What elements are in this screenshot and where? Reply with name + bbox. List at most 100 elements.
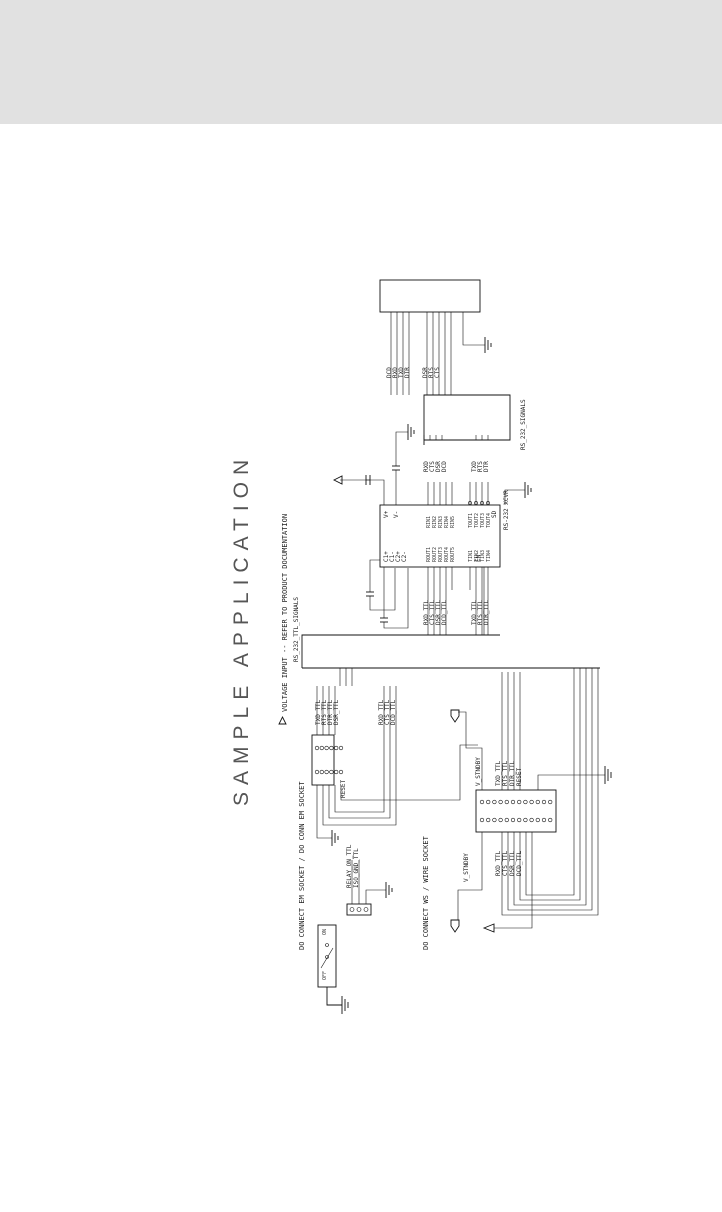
svg-text:V_STNDBY: V_STNDBY: [463, 853, 470, 882]
svg-text:C2-: C2-: [401, 551, 408, 562]
header-pin: [523, 817, 528, 823]
svg-text:TXD: TXD: [398, 367, 405, 378]
svg-text:C1+: C1+: [383, 551, 390, 562]
header-pin: [541, 817, 547, 823]
svg-text:C1-: C1-: [389, 551, 396, 562]
svg-text:TXD_TTL: TXD_TTL: [315, 699, 322, 725]
svg-text:CTS_TTL: CTS_TTL: [502, 850, 509, 876]
ttl-bus: [301, 634, 600, 686]
pin-label: ROUT5: [450, 547, 456, 562]
pin-label: ROUT3: [438, 547, 444, 562]
header-pin: [338, 769, 344, 775]
svg-text:CTS_TTL: CTS_TTL: [429, 599, 436, 625]
svg-text:TXD_TTL: TXD_TTL: [471, 599, 478, 625]
header-pin: [334, 769, 339, 775]
svg-text:DTR_TTL: DTR_TTL: [327, 699, 334, 725]
svg-text:DCD: DCD: [441, 461, 448, 472]
svg-text:V_STNDBY: V_STNDBY: [475, 757, 482, 786]
header-pin: [324, 745, 329, 751]
header-pin: [529, 799, 534, 805]
svg-text:DTR_TTL: DTR_TTL: [483, 599, 490, 625]
pin-label: RIN1: [426, 516, 432, 528]
voltage-input-arrow: [278, 715, 287, 725]
db9-connector: DCD RXD TXD DTR DSR RTS CTS: [379, 279, 492, 395]
header-pin: [510, 817, 516, 823]
header-pin: [535, 817, 540, 823]
header-pin: [517, 817, 522, 823]
header-pin: [548, 799, 553, 805]
pin-label: ROUT4: [444, 547, 450, 562]
svg-text:RESET: RESET: [516, 768, 523, 786]
header-pin: [329, 745, 334, 751]
connect-em-note: DO CONNECT EM SOCKET / DO CONN EM SOCKET: [298, 781, 306, 950]
rs232-bus: [423, 394, 511, 445]
svg-text:DCD: DCD: [386, 367, 393, 378]
svg-text:V+: V+: [383, 510, 390, 518]
header-pin: [498, 799, 503, 805]
svg-text:RXD_TTL: RXD_TTL: [495, 850, 502, 876]
svg-text:CTS: CTS: [429, 461, 436, 472]
header-pin: [329, 769, 334, 775]
svg-text:DCD_TTL: DCD_TTL: [516, 850, 523, 876]
header-pin: [314, 745, 320, 751]
header-pin: [319, 745, 324, 751]
header-pin: [338, 745, 344, 751]
pin-label: TIN2: [474, 550, 480, 562]
svg-text:CTS: CTS: [434, 367, 441, 378]
xcvr-input-labels: RXD_TTL CTS_TTL DSR_TTL DCD_TTL TXD_TTL …: [423, 599, 490, 625]
svg-text:DTR: DTR: [483, 461, 490, 472]
svg-text:C2+: C2+: [395, 551, 402, 562]
header-pin: [486, 817, 491, 823]
jumper-3pin: RELAY_ON_TTL ISO_GND_TTL: [346, 844, 393, 916]
svg-text:RTS: RTS: [477, 461, 484, 472]
pin-label: RIN4: [444, 516, 450, 528]
rs232-ttl-signals-label: RS_232_TTL_SIGNALS: [293, 597, 300, 662]
svg-text:TXD: TXD: [471, 461, 478, 472]
svg-text:RTS_TTL: RTS_TTL: [321, 699, 328, 725]
xcvr-output-labels: RXD CTS DSR DCD TXD RTS DTR: [423, 461, 490, 472]
pin-label: TOUT4: [486, 513, 492, 528]
pin-label: TIN1: [468, 550, 474, 562]
pin-label: TIN4: [486, 550, 492, 562]
svg-text:TXD_TTL: TXD_TTL: [495, 760, 502, 786]
header-pin: [517, 799, 522, 805]
rs232-transceiver-ic: C1+ C1- C2+ C2- V+ V- ROUT1RIN1ROUT2RIN2…: [332, 424, 532, 635]
svg-text:DSR: DSR: [422, 367, 429, 378]
svg-text:ISO_GND_TTL: ISO_GND_TTL: [353, 848, 360, 888]
svg-text:RXD: RXD: [423, 461, 430, 472]
pin-label: TIN3: [480, 550, 486, 562]
pin-label: RIN3: [438, 516, 444, 528]
svg-text:RTS_TTL: RTS_TTL: [502, 760, 509, 786]
svg-text:RS-232 XCVR: RS-232 XCVR: [503, 490, 510, 530]
header-pin: [498, 817, 503, 823]
svg-text:DSR_TTL: DSR_TTL: [509, 850, 516, 876]
header-pin: [541, 799, 547, 805]
header-pin: [504, 817, 509, 823]
header-pin: [486, 799, 491, 805]
header-pin: [479, 799, 485, 805]
charge-pump-capacitors: [366, 559, 409, 629]
svg-text:ON: ON: [322, 929, 328, 935]
header-pin: [492, 817, 497, 823]
pin-label: TOUT1: [468, 513, 474, 528]
pin-label: TOUT3: [480, 513, 486, 528]
svg-text:V-: V-: [393, 511, 400, 518]
header-pin: [548, 817, 553, 823]
power-flag-icon: [332, 475, 343, 485]
voltage-note: VOLTAGE INPUT -- REFER TO PRODUCT DOCUME…: [278, 514, 289, 725]
svg-text:RESET: RESET: [340, 780, 347, 798]
svg-text:DTR_TTL: DTR_TTL: [509, 760, 516, 786]
svg-text:RXD_TTL: RXD_TTL: [378, 699, 385, 725]
pin-label: RIN5: [450, 516, 456, 528]
header-pin: [523, 799, 528, 805]
svg-text:DTR: DTR: [404, 367, 411, 378]
power-flag-icon: [450, 709, 460, 723]
header-2x12: V_STNDBY V_STNDBY TXD_TTL RTS_TTL DTR_TT…: [450, 668, 612, 933]
header-pin: [504, 799, 509, 805]
svg-text:EN: EN: [475, 554, 482, 562]
pin-label: ROUT1: [426, 547, 432, 562]
header-pin: [492, 799, 497, 805]
svg-text:DSR_TTL: DSR_TTL: [333, 699, 340, 725]
arrow-left-icon: [482, 923, 495, 933]
pin-label: ROUT2: [432, 547, 438, 562]
